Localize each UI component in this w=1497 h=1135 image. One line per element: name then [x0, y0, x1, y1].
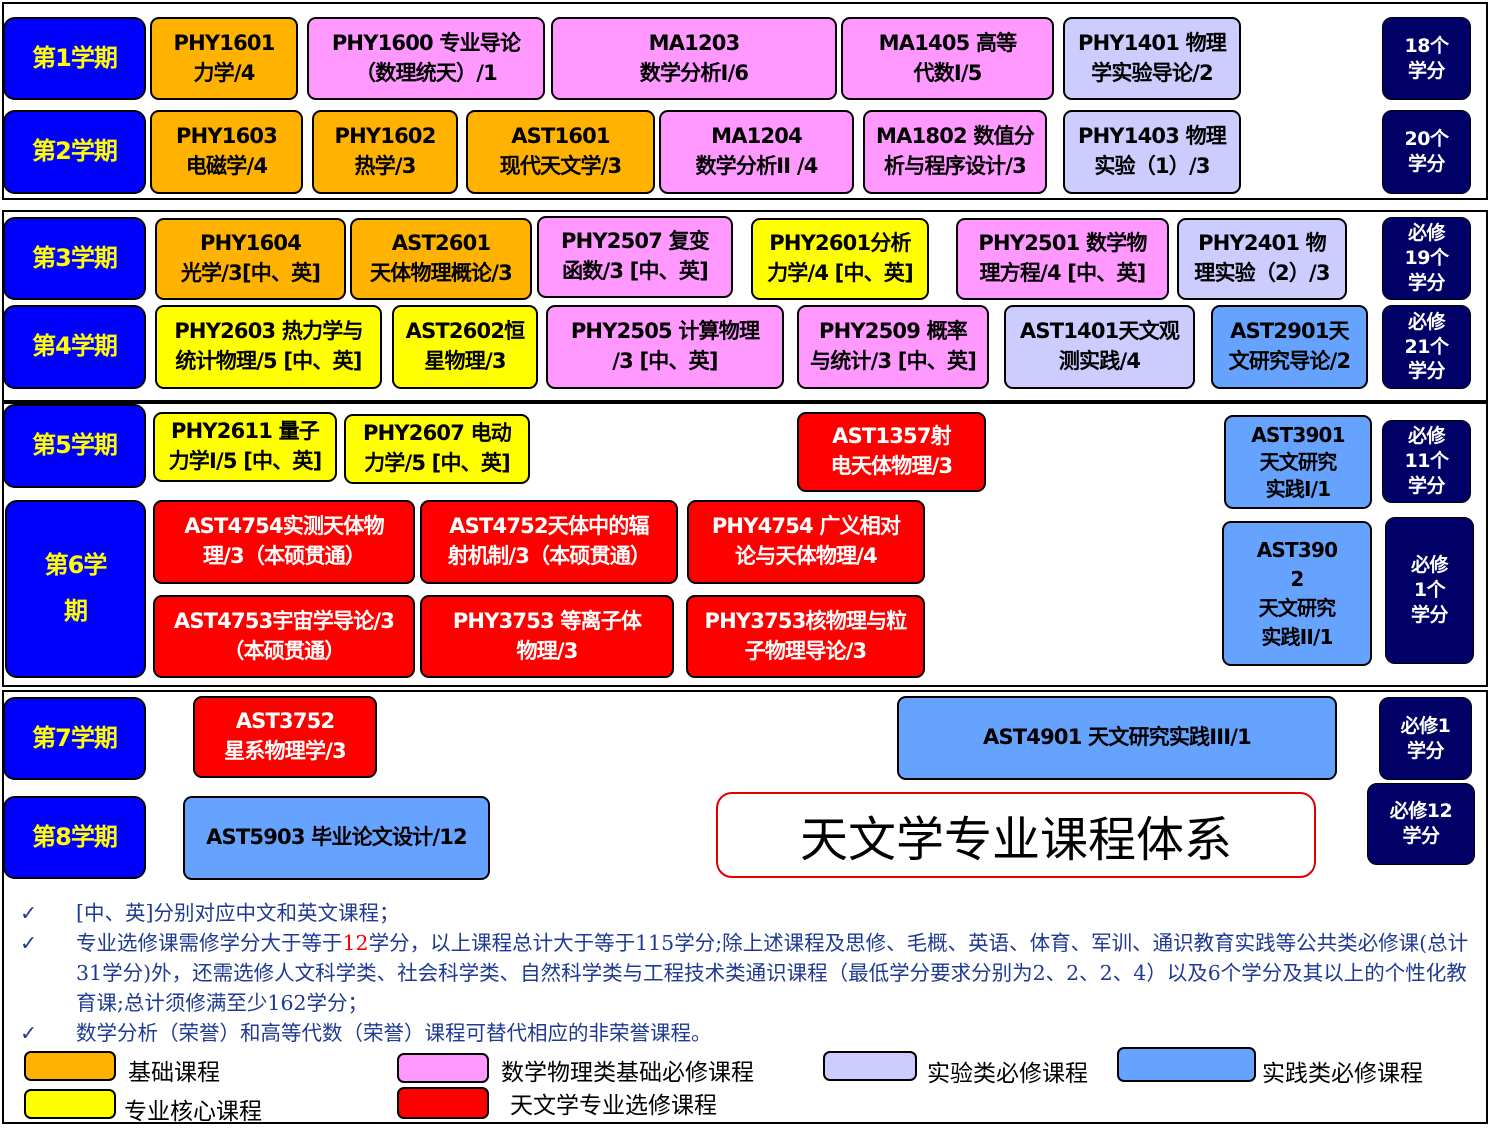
course-phy1401: PHY1401 物理 学实验导论/2 — [1063, 17, 1241, 100]
course-phy2507: PHY2507 复变 函数/3 [中、英] — [537, 216, 733, 298]
legend-swatch-core — [24, 1089, 116, 1119]
semester-8-credits: 必修12 学分 — [1367, 783, 1475, 865]
note-2: ✓ 专业选修课需修学分大于等于12学分，以上课程总计大于等于115学分;除上述课… — [20, 928, 1480, 1018]
semester-6-label: 第6学 期 — [5, 500, 146, 678]
check-icon: ✓ — [20, 931, 38, 955]
course-ma1204: MA1204 数学分析II /4 — [659, 110, 854, 194]
legend-swatch-basic — [24, 1051, 116, 1081]
course-phy1403: PHY1403 物理 实验（1）/3 — [1063, 110, 1241, 194]
course-ast4753: AST4753宇宙学导论/3 （本硕贯通） — [153, 595, 415, 678]
legend-label-practice: 实践类必修课程 — [1262, 1061, 1423, 1087]
legend-swatch-lab — [823, 1051, 917, 1081]
semester-5-label: 第5学期 — [3, 404, 146, 488]
notes: ✓ [中、英]分别对应中文和英文课程； ✓ 专业选修课需修学分大于等于12学分，… — [20, 898, 1480, 1048]
course-phy1604: PHY1604 光学/3[中、英] — [155, 218, 346, 300]
semester-6-credits: 必修 1个 学分 — [1385, 517, 1474, 664]
note-2-text-b: 学分，以上课程总计大于等于115学分;除上述课程及思修、毛概、英语、体育、军训、… — [76, 931, 1469, 1015]
course-ma1802: MA1802 数值分 析与程序设计/3 — [863, 110, 1047, 194]
course-phy2603: PHY2603 热力学与 统计物理/5 [中、英] — [155, 305, 382, 389]
course-ast3752: AST3752 星系物理学/3 — [193, 696, 377, 778]
semester-2-label: 第2学期 — [3, 110, 146, 194]
course-phy1601: PHY1601 力学/4 — [150, 17, 298, 100]
note-1: ✓ [中、英]分别对应中文和英文课程； — [20, 898, 1480, 928]
note-2-text-a: 专业选修课需修学分大于等于 — [76, 931, 343, 955]
course-ast2602: AST2602恒 星物理/3 — [392, 305, 538, 389]
legend-label-elective: 天文学专业选修课程 — [510, 1093, 717, 1119]
legend-label-core: 专业核心课程 — [124, 1099, 262, 1125]
course-ast1401: AST1401天文观 测实践/4 — [1004, 305, 1195, 389]
course-phy2505: PHY2505 计算物理 /3 [中、英] — [546, 305, 784, 389]
semester-4-label: 第4学期 — [3, 305, 146, 389]
course-phy2611: PHY2611 量子 力学I/5 [中、英] — [153, 412, 337, 482]
semester-5-credits: 必修 11个 学分 — [1382, 420, 1471, 503]
course-ast4901: AST4901 天文研究实践III/1 — [897, 696, 1337, 780]
course-ma1405: MA1405 高等 代数I/5 — [841, 17, 1054, 100]
legend-label-basic: 基础课程 — [128, 1060, 220, 1086]
semester-3-label: 第3学期 — [3, 217, 146, 300]
course-ast2901: AST2901天 文研究导论/2 — [1211, 305, 1368, 389]
course-phy1602: PHY1602 热学/3 — [312, 110, 458, 194]
course-ast4754: AST4754实测天体物 理/3（本硕贯通） — [153, 500, 415, 584]
semester-7-label: 第7学期 — [3, 697, 146, 780]
course-phy3753-nuclear: PHY3753核物理与粒 子物理导论/3 — [686, 595, 925, 678]
course-phy3753-plasma: PHY3753 等离子体 物理/3 — [420, 595, 674, 678]
semester-7-credits: 必修1 学分 — [1379, 697, 1472, 780]
semester-3-credits: 必修 19个 学分 — [1382, 217, 1471, 300]
semester-1-credits: 18个 学分 — [1382, 17, 1471, 100]
course-ast4752: AST4752天体中的辐 射机制/3（本硕贯通） — [420, 500, 678, 584]
note-1-text: [中、英]分别对应中文和英文课程； — [76, 901, 400, 925]
course-phy2401: PHY2401 物 理实验（2）/3 — [1177, 218, 1347, 300]
course-phy2601: PHY2601分析 力学/4 [中、英] — [751, 218, 929, 300]
course-ast5903: AST5903 毕业论文设计/12 — [183, 796, 490, 880]
legend-swatch-math — [397, 1053, 489, 1083]
legend-label-math: 数学物理类基础必修课程 — [501, 1060, 754, 1086]
course-phy2509: PHY2509 概率 与统计/3 [中、英] — [797, 305, 989, 389]
semester-8-label: 第8学期 — [3, 796, 146, 879]
legend-label-lab: 实验类必修课程 — [927, 1061, 1088, 1087]
course-phy1603: PHY1603 电磁学/4 — [150, 110, 303, 194]
diagram-title: 天文学专业课程体系 — [716, 792, 1316, 878]
semester-4-credits: 必修 21个 学分 — [1382, 305, 1471, 389]
course-ast3902: AST390 2 天文研究 实践II/1 — [1222, 521, 1372, 666]
note-3-text: 数学分析（荣誉）和高等代数（荣誉）课程可替代相应的非荣誉课程。 — [76, 1021, 712, 1045]
course-phy4754: PHY4754 广义相对 论与天体物理/4 — [687, 500, 925, 584]
semester-1-label: 第1学期 — [3, 17, 146, 100]
check-icon: ✓ — [20, 901, 38, 925]
course-ast3901: AST3901 天文研究 实践I/1 — [1224, 415, 1372, 509]
course-phy1600: PHY1600 专业导论 （数理统天）/1 — [307, 17, 545, 100]
legend-swatch-practice — [1117, 1047, 1256, 1082]
course-ast1357: AST1357射 电天体物理/3 — [797, 412, 986, 492]
check-icon: ✓ — [20, 1021, 38, 1045]
legend-swatch-elective — [397, 1087, 489, 1119]
course-ast1601: AST1601 现代天文学/3 — [466, 110, 655, 194]
course-ma1203: MA1203 数学分析I/6 — [551, 17, 837, 100]
note-2-credit-number: 12 — [342, 931, 369, 955]
semester-2-credits: 20个 学分 — [1382, 110, 1471, 194]
course-phy2607: PHY2607 电动 力学/5 [中、英] — [344, 414, 530, 484]
course-ast2601: AST2601 天体物理概论/3 — [350, 218, 532, 300]
note-3: ✓ 数学分析（荣誉）和高等代数（荣誉）课程可替代相应的非荣誉课程。 — [20, 1018, 1480, 1048]
course-phy2501: PHY2501 数学物 理方程/4 [中、英] — [956, 218, 1169, 300]
